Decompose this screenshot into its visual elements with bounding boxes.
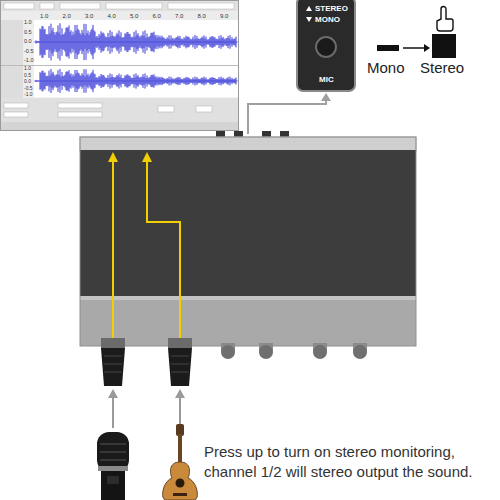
axis-number: 0.5 xyxy=(24,30,32,36)
input-arrows xyxy=(108,389,185,428)
signal-path xyxy=(108,152,180,338)
axis-number: 0.0 xyxy=(24,79,31,84)
guitar xyxy=(163,424,198,500)
switch-panel: STEREO MONO MIC xyxy=(296,0,356,92)
switch-label: MONO xyxy=(315,16,340,24)
axis-number: -0.5 xyxy=(24,86,33,91)
audio-software-screenshot xyxy=(1,1,239,131)
mic-knob xyxy=(315,36,337,58)
axis-number: -1.0 xyxy=(24,58,33,64)
axis-number: -1.0 xyxy=(24,92,33,97)
timeline-number: 7.0 xyxy=(175,13,183,19)
timeline-number: 9.0 xyxy=(220,13,228,19)
timeline-number: 4.0 xyxy=(108,13,116,19)
timeline-number: 2.0 xyxy=(63,13,71,19)
timeline-number: 8.0 xyxy=(198,13,206,19)
caption-text: Press up to turn on stereo monitoring, c… xyxy=(204,442,498,481)
timeline-number: 3.0 xyxy=(85,13,93,19)
xlr-plugs xyxy=(101,338,192,386)
switch-label: MIC xyxy=(319,76,334,84)
mono-stereo-icons xyxy=(377,7,456,59)
axis-number: 0.5 xyxy=(24,73,31,78)
cable-line xyxy=(248,93,331,134)
control-knobs xyxy=(221,343,367,359)
timeline-number: 1.0 xyxy=(40,13,48,19)
axis-number: -0.5 xyxy=(24,49,33,55)
audio-interface xyxy=(80,131,416,346)
axis-number: 1.0 xyxy=(24,66,31,71)
timeline-number: 6.0 xyxy=(153,13,161,19)
microphone xyxy=(97,432,129,500)
mode-label: Stereo xyxy=(420,60,464,75)
switch-label: STEREO xyxy=(315,5,348,13)
mode-triangle xyxy=(306,17,312,22)
axis-number: 0.0 xyxy=(24,39,32,45)
axis-number: 1.0 xyxy=(24,20,32,26)
timeline-number: 5.0 xyxy=(130,13,138,19)
mode-label: Mono xyxy=(367,60,405,75)
mode-triangle xyxy=(306,6,312,11)
